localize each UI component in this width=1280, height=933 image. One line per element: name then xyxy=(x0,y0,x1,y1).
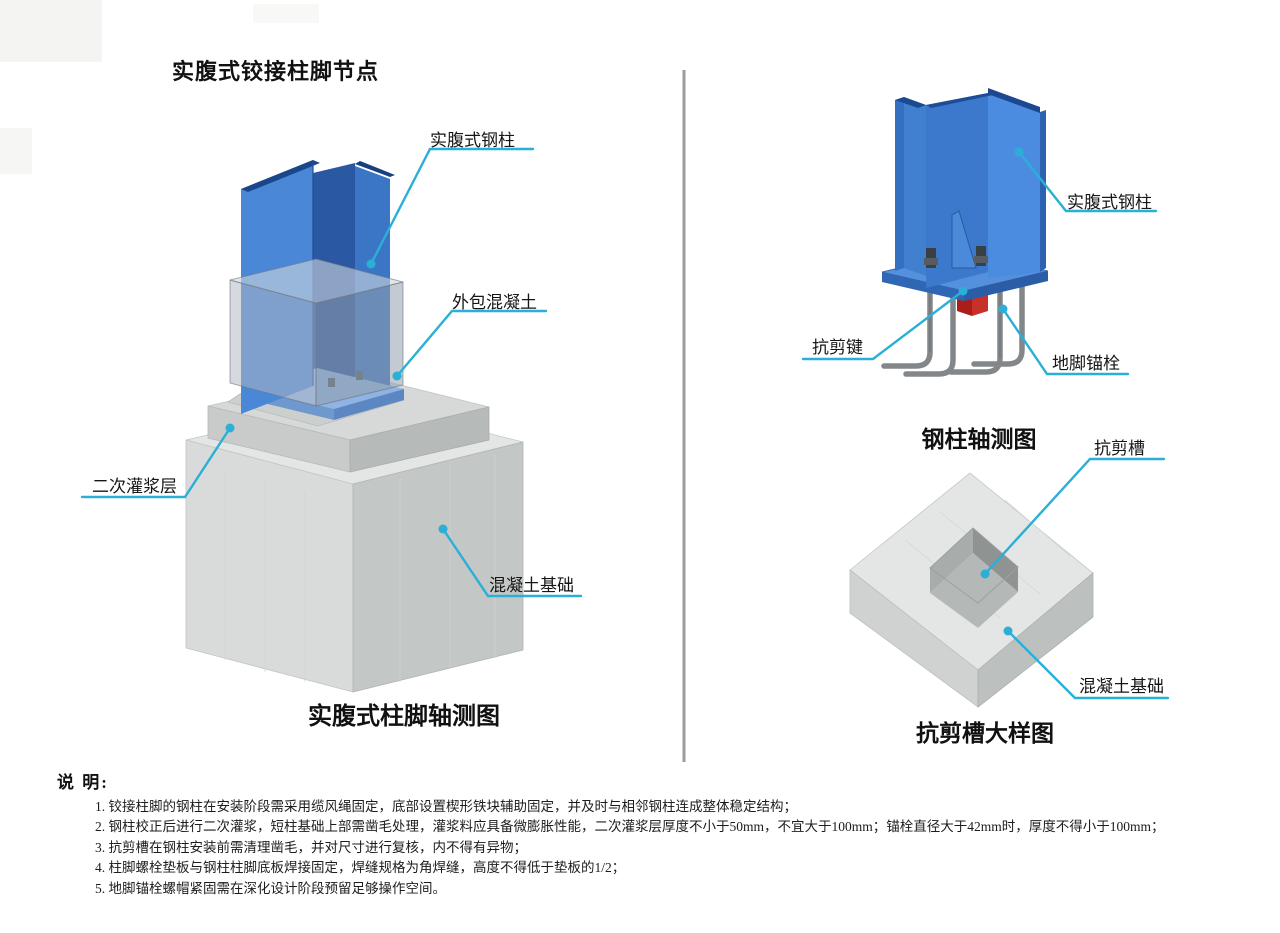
right-bottom-leaders xyxy=(983,457,1170,700)
shear-groove-figure xyxy=(849,457,1170,708)
steel-column-right xyxy=(895,88,1046,288)
caption-right-bottom-figure: 抗剪槽大样图 xyxy=(916,720,1054,746)
caption-left-figure: 实腹式柱脚轴测图 xyxy=(308,703,500,730)
right-bottom-leader-dots xyxy=(980,569,1013,636)
caption-right-top-figure: 钢柱轴测图 xyxy=(921,426,1037,452)
shear-groove-pocket xyxy=(929,527,1019,628)
right-top-leaders xyxy=(801,150,1158,376)
steel-column-figure xyxy=(801,88,1158,377)
slab-right-face xyxy=(977,572,1094,708)
concrete-encasement xyxy=(229,258,404,407)
right-top-leader-dots xyxy=(958,147,1024,314)
anchor-bolts xyxy=(881,282,1025,377)
foundation-left-face xyxy=(185,439,354,693)
left-column-base-figure xyxy=(80,147,583,693)
label-foundation-right: 混凝土基础 xyxy=(1079,677,1164,696)
label-foundation-left: 混凝土基础 xyxy=(489,576,574,595)
note-line-5: 5. 地脚锚栓螺帽紧固需在深化设计阶段预留足够操作空间。 xyxy=(95,881,446,896)
note-line-3: 3. 抗剪槽在钢柱安装前需清理凿毛，并对尺寸进行复核，内不得有异物； xyxy=(95,840,527,855)
label-steel-column-left: 实腹式钢柱 xyxy=(430,131,515,150)
page-title: 实腹式铰接柱脚节点 xyxy=(172,59,380,84)
pedestal-right-face xyxy=(349,406,490,473)
label-anchor-bolt: 地脚锚栓 xyxy=(1052,354,1120,373)
label-grout-layer: 二次灌浆层 xyxy=(92,477,177,496)
foundation-right-face xyxy=(352,441,524,693)
note-line-4: 4. 柱脚螺栓垫板与钢柱柱脚底板焊接固定，焊缝规格为角焊缝，高度不得低于垫板的1… xyxy=(95,860,626,875)
note-line-1: 1. 铰接柱脚的钢柱在安装阶段需采用缆风绳固定，底部设置楔形铁块辅助固定，并及时… xyxy=(95,799,797,814)
left-figure-leaders xyxy=(80,147,583,598)
watermark-artifacts xyxy=(0,0,319,174)
label-shear-groove: 抗剪槽 xyxy=(1094,439,1145,458)
label-steel-column-right: 实腹式钢柱 xyxy=(1067,193,1152,212)
note-line-2: 2. 钢柱校正后进行二次灌浆，短柱基础上部需凿毛处理，灌浆料应具备微膨胀性能，二… xyxy=(95,819,1165,834)
label-encased-concrete: 外包混凝土 xyxy=(452,293,537,312)
left-figure-leader-dots xyxy=(225,259,448,534)
label-shear-key: 抗剪键 xyxy=(812,338,863,357)
notes-heading: 说 明: xyxy=(57,773,109,792)
